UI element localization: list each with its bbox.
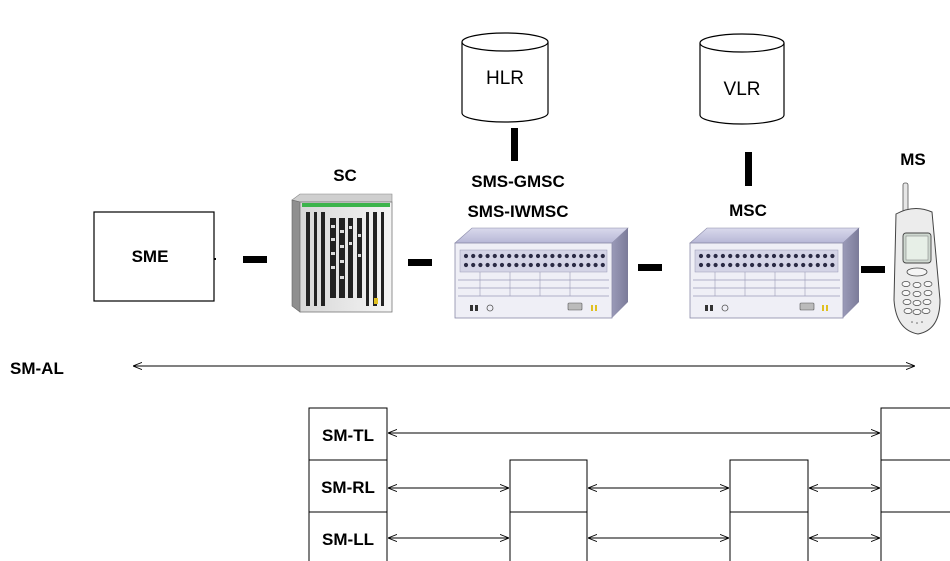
vlr-label: VLR — [724, 79, 761, 100]
ms-label: MS — [900, 150, 926, 169]
left-layer-stack: SM-TL SM-RL SM-LL — [308, 407, 388, 561]
gmsc-msc-link — [638, 264, 662, 271]
hlr-link — [511, 128, 518, 161]
msc-label: MSC — [729, 201, 767, 220]
sc-label: SC — [333, 166, 357, 185]
sm-ll-label: SM-LL — [322, 530, 374, 549]
right-layer-stack — [880, 407, 950, 561]
hlr-label: HLR — [486, 68, 524, 89]
sm-al-label: SM-AL — [10, 359, 64, 378]
msc-relay-box — [729, 459, 809, 561]
vlr-database: VLR — [699, 33, 785, 125]
msc-switch-icon — [689, 227, 860, 319]
hlr-database: HLR — [461, 32, 549, 123]
mobile-phone-icon — [893, 182, 941, 335]
gmsc-switch-icon — [454, 227, 629, 319]
iwmsc-label: SMS-IWMSC — [467, 202, 568, 221]
msc-ms-link — [861, 266, 885, 273]
sm-tl-label: SM-TL — [322, 426, 374, 445]
sc-gmsc-link — [408, 259, 432, 266]
vlr-link — [745, 152, 752, 186]
sme-box: SME — [93, 211, 216, 302]
sme-sc-link — [243, 256, 267, 263]
sm-rl-label: SM-RL — [321, 478, 375, 497]
sc-rack-icon — [291, 193, 393, 313]
sme-label: SME — [132, 247, 169, 266]
gmsc-relay-box — [509, 459, 588, 561]
gmsc-label: SMS-GMSC — [471, 172, 565, 191]
